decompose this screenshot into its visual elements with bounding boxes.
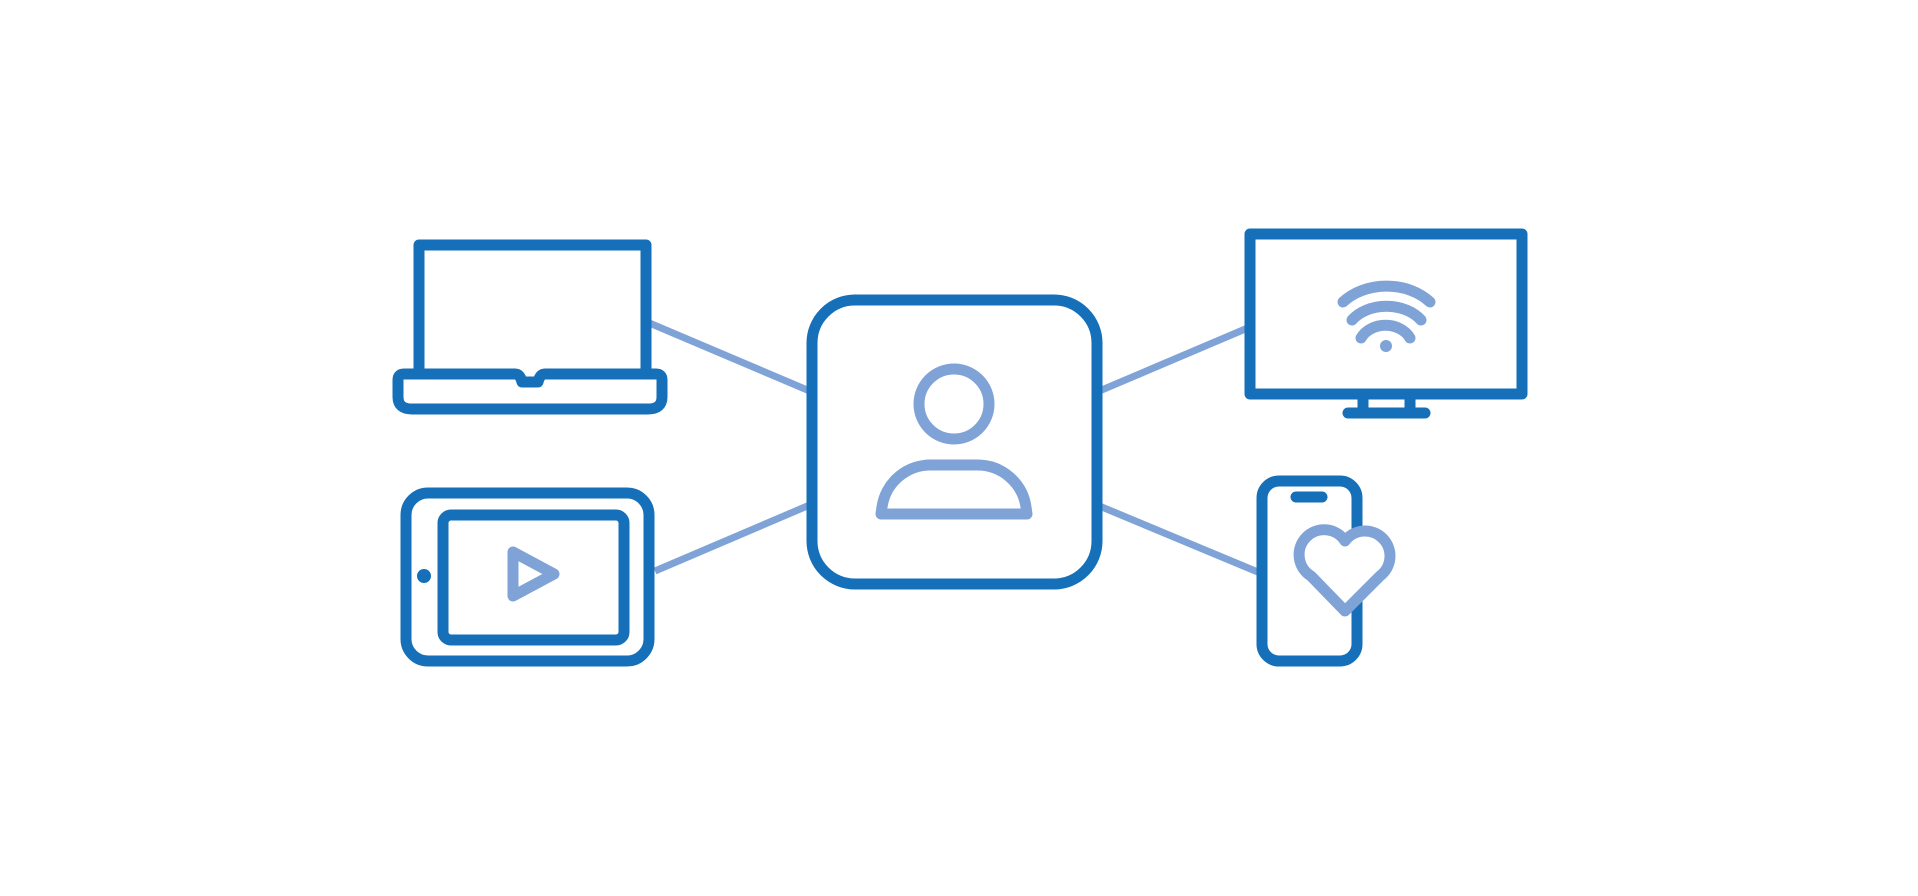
phone-heart-icon <box>1256 475 1396 667</box>
connector-laptop <box>645 318 814 396</box>
connector-tv <box>1095 323 1252 396</box>
laptop-icon <box>392 239 668 415</box>
user-profile-node <box>806 294 1103 590</box>
connector-phone <box>1095 501 1267 579</box>
user-profile-icon <box>875 363 1033 520</box>
smart-tv-wifi-icon <box>1244 228 1528 419</box>
tablet-video-icon <box>400 487 655 667</box>
connector-lines <box>645 318 1267 579</box>
connector-tablet <box>653 500 814 575</box>
heart-shape <box>1293 524 1396 617</box>
